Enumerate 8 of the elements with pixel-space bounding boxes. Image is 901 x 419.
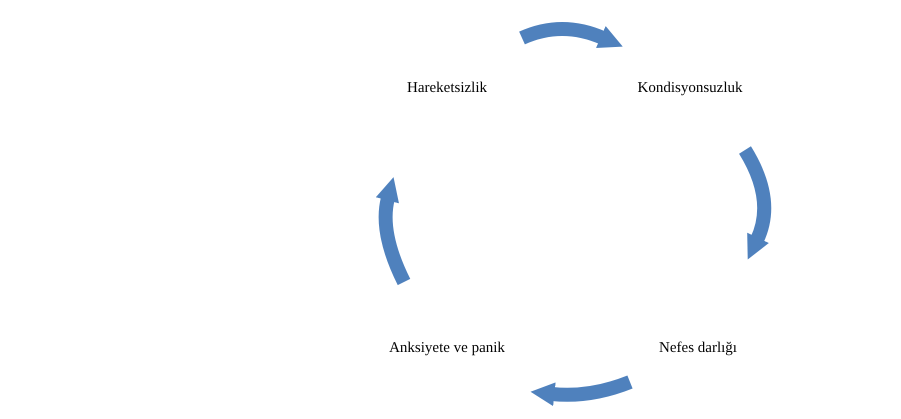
node-label: Anksiyete ve panik [389, 338, 505, 358]
curved-arrow [519, 22, 624, 48]
curved-arrow [376, 176, 410, 286]
node-label: Hareketsizlik [407, 78, 487, 98]
node-label: Nefes darlığı [659, 338, 737, 358]
curved-arrow [738, 146, 772, 260]
node-label: Kondisyonsuzluk [638, 78, 742, 98]
curved-arrow [530, 375, 632, 406]
